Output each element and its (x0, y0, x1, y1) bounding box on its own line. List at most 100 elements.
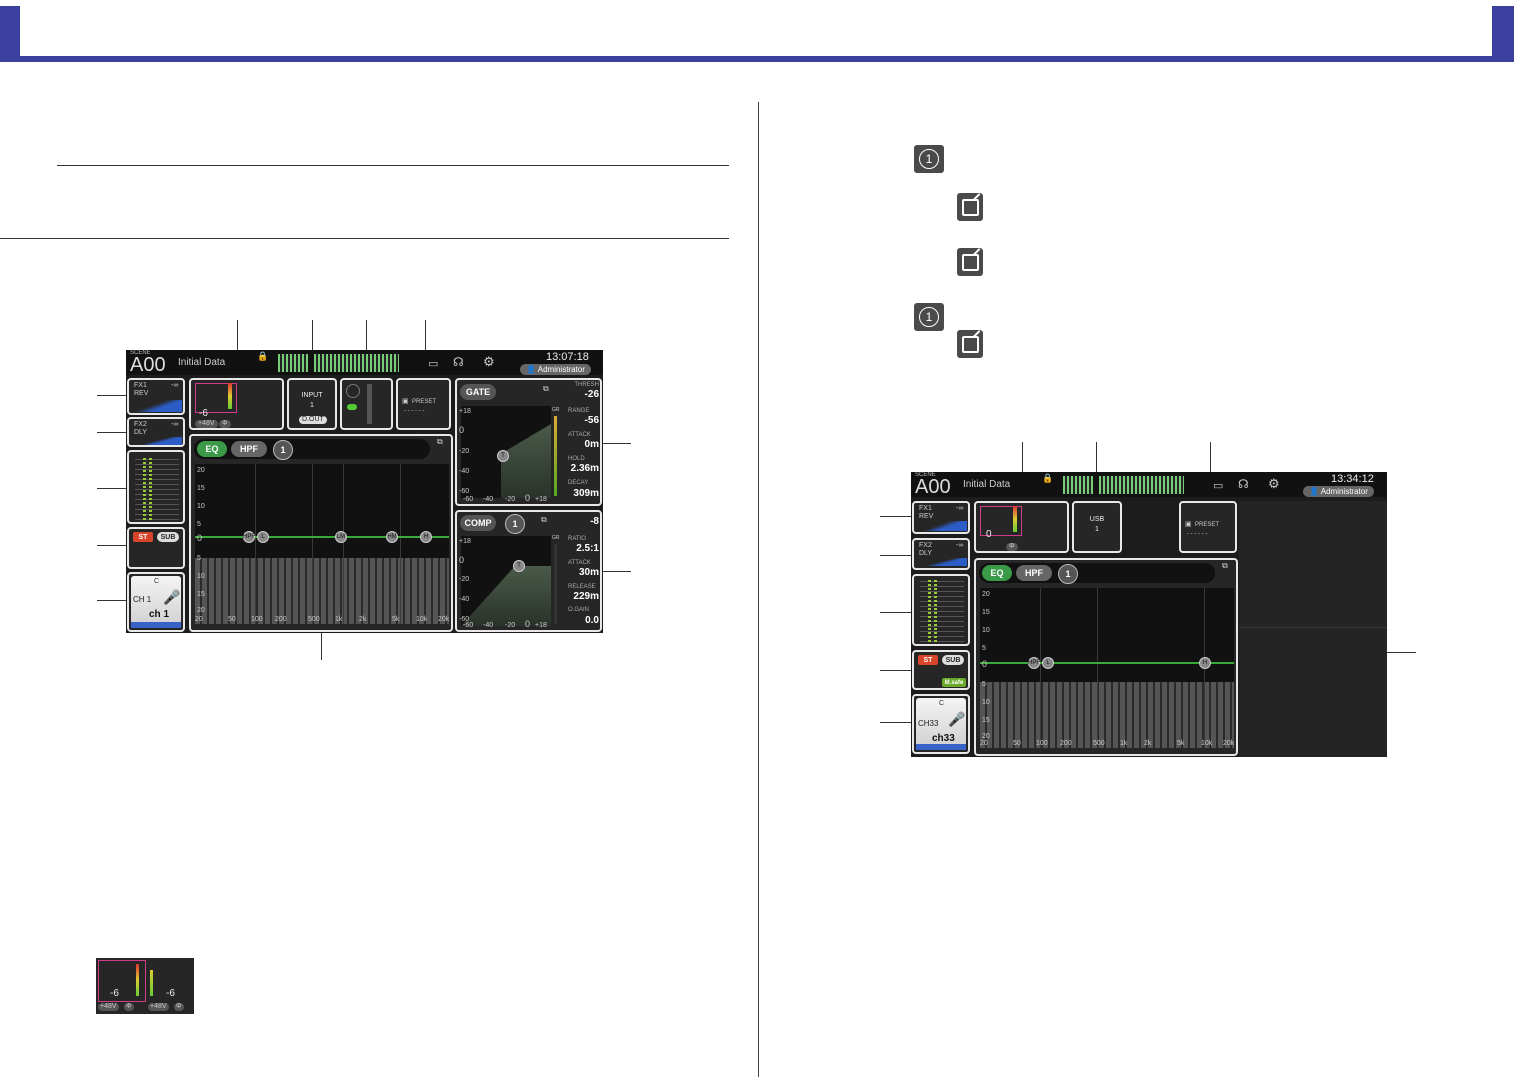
gate-attack-value[interactable]: 0m (584, 439, 599, 450)
fx1-send[interactable]: FX1 REV -∞ (912, 501, 970, 534)
channel-name-box[interactable]: C CH 1 🎤 ch 1 (131, 576, 181, 628)
gain-knob-area[interactable] (195, 383, 237, 413)
gate-graph[interactable]: T (461, 406, 551, 498)
headphones-icon[interactable]: ☊ (453, 355, 464, 369)
st-button[interactable]: ST (133, 532, 153, 542)
gain-knob-area[interactable] (980, 506, 1022, 536)
comp-release-value[interactable]: 229m (573, 591, 599, 602)
popup-open-icon[interactable]: ⧉ (1222, 561, 1228, 570)
input-patch[interactable]: USB 1 (1072, 501, 1122, 553)
gain-thumbnail: -6 -6 +48V Φ +48V Φ (96, 958, 194, 1014)
fx2-send[interactable]: FX2 DLY -∞ (912, 538, 970, 570)
eq-on-button[interactable]: EQ (197, 441, 227, 457)
gate-decay-value[interactable]: 309m (573, 488, 599, 499)
input-patch[interactable]: INPUT 1 D.OUT (287, 378, 337, 430)
fx2-send[interactable]: FX2 DLY -∞ (127, 417, 185, 447)
eq-panel[interactable]: EQ HPF 1 ⧉ 20 15 10 5 0 5 10 15 20 20 50… (189, 434, 453, 632)
user-badge[interactable]: 👤 Administrator (520, 364, 591, 375)
popup-open-icon[interactable]: ⧉ (541, 515, 547, 524)
rta-bars (195, 558, 449, 624)
scene-name[interactable]: Initial Data (963, 479, 1011, 490)
eq-on-button[interactable]: EQ (982, 565, 1012, 581)
user-badge[interactable]: 👤 Administrator (1303, 486, 1374, 497)
insert-panel[interactable] (340, 378, 393, 430)
power-icon[interactable] (346, 384, 360, 398)
comp-threshold-node[interactable]: T (513, 560, 525, 572)
eq-library-button[interactable]: 1 (273, 440, 293, 460)
monitor-icon[interactable]: ▭ (1213, 480, 1224, 492)
comp-thresh-value[interactable]: -8 (590, 516, 599, 527)
gain-panel[interactable]: 0 Φ (974, 501, 1069, 553)
comp-panel[interactable]: COMP 1 ⧉ T +18 0 -20 -40 -60 -60 -40 -20… (455, 510, 602, 632)
direct-out-button[interactable]: D.OUT (299, 416, 327, 424)
hpf-button[interactable]: HPF (1016, 565, 1052, 581)
comp-button[interactable]: COMP (460, 515, 496, 531)
insert-fader[interactable] (367, 384, 372, 424)
scene-id[interactable]: A00 (915, 476, 951, 498)
lock-icon[interactable]: 🔒 (257, 351, 269, 361)
gain-panel[interactable]: -6 +48V Φ (189, 378, 284, 430)
scene-id[interactable]: A00 (130, 354, 166, 376)
eq-node-high-mid[interactable]: HM (386, 531, 398, 543)
eq-library-button[interactable]: 1 (1058, 564, 1078, 584)
gate-thresh-value[interactable]: -26 (584, 389, 599, 400)
comp-gain-value[interactable]: 0.0 (585, 615, 599, 626)
preset-panel[interactable]: ▣ PRESET - - - - - - (396, 378, 451, 430)
hpf-button[interactable]: HPF (231, 441, 267, 457)
db-tick: 10 (197, 503, 205, 510)
gate-hold-value[interactable]: 2.36m (570, 463, 599, 474)
eq-panel[interactable]: EQ HPF 1 ⧉ 20 15 10 5 0 5 10 15 20 20 50… (974, 558, 1238, 756)
gate-threshold-node[interactable]: T (497, 450, 509, 462)
channel-panel[interactable]: C CH33 🎤 ch33 (912, 694, 970, 754)
phantom-button[interactable]: +48V (195, 420, 218, 428)
sub-button[interactable]: SUB (942, 655, 964, 665)
headphones-icon[interactable]: ☊ (1238, 477, 1249, 491)
gate-panel[interactable]: GATE ⧉ T +18 0 -20 -40 -60 -60 -40 -20 0… (455, 378, 602, 506)
comp-attack-value[interactable]: 30m (578, 567, 599, 578)
gate-button[interactable]: GATE (460, 384, 496, 400)
send-level-meters[interactable] (127, 450, 185, 524)
preset-icon: ▣ (1185, 521, 1192, 528)
preset-name: - - - - - - (404, 408, 425, 414)
gear-icon[interactable]: ⚙ (483, 354, 495, 369)
phase-button[interactable]: Φ (1006, 543, 1018, 551)
channel-name-box[interactable]: C CH33 🎤 ch33 (916, 698, 966, 750)
gear-icon[interactable]: ⚙ (1268, 476, 1280, 491)
comp-ratio-value[interactable]: 2.5:1 (576, 543, 599, 554)
db-tick: 10 (197, 573, 205, 580)
assign-panel[interactable]: ST SUB M.safe (912, 650, 970, 690)
assign-panel[interactable]: ST SUB (127, 527, 185, 569)
preset-panel[interactable]: ▣ PRESET - - - - - - (1179, 501, 1237, 553)
eq-node-low[interactable]: L (257, 531, 269, 543)
popup-open-icon[interactable]: ⧉ (543, 384, 549, 393)
gate-y-tick: -60 (459, 488, 470, 495)
comp-graph[interactable]: T (461, 536, 551, 626)
fx1-send[interactable]: FX1 REV -∞ (127, 378, 185, 415)
popup-open-icon[interactable]: ⧉ (437, 437, 443, 446)
eq-graph[interactable]: 20 15 10 5 0 5 10 15 20 20 50 100 200 50… (980, 588, 1234, 748)
freq-tick: 1k (1120, 740, 1128, 747)
eq-node-hpf[interactable]: HPF (243, 531, 255, 543)
eq-node-high[interactable]: H (1199, 657, 1211, 669)
library-number-icon: 1 (914, 145, 944, 173)
lock-icon[interactable]: 🔒 (1042, 473, 1054, 483)
comp-x-tick: -60 (463, 622, 474, 629)
send-level-meters[interactable] (912, 574, 970, 646)
gate-x-tick: +18 (535, 496, 547, 503)
phase-button[interactable]: Φ (219, 420, 231, 428)
gate-range-value[interactable]: -56 (584, 415, 599, 426)
st-button[interactable]: ST (918, 655, 938, 665)
user-icon: 👤 (1309, 487, 1321, 496)
scene-name[interactable]: Initial Data (178, 357, 226, 368)
eq-node-high[interactable]: H (420, 531, 432, 543)
eq-graph[interactable]: 20 15 10 5 0 5 10 15 20 20 50 100 200 50… (195, 464, 449, 624)
comp-library-button[interactable]: 1 (505, 514, 525, 534)
eq-node-low[interactable]: L (1042, 657, 1054, 669)
eq-node-low-mid[interactable]: LM (335, 531, 347, 543)
eq-node-hpf[interactable]: HPF (1028, 657, 1040, 669)
mute-safe-button[interactable]: M.safe (942, 678, 966, 687)
sub-button[interactable]: SUB (157, 532, 179, 542)
channel-panel[interactable]: C CH 1 🎤 ch 1 (127, 572, 185, 632)
comp-ratio-label: RATIO (568, 536, 586, 542)
monitor-icon[interactable]: ▭ (428, 358, 439, 370)
